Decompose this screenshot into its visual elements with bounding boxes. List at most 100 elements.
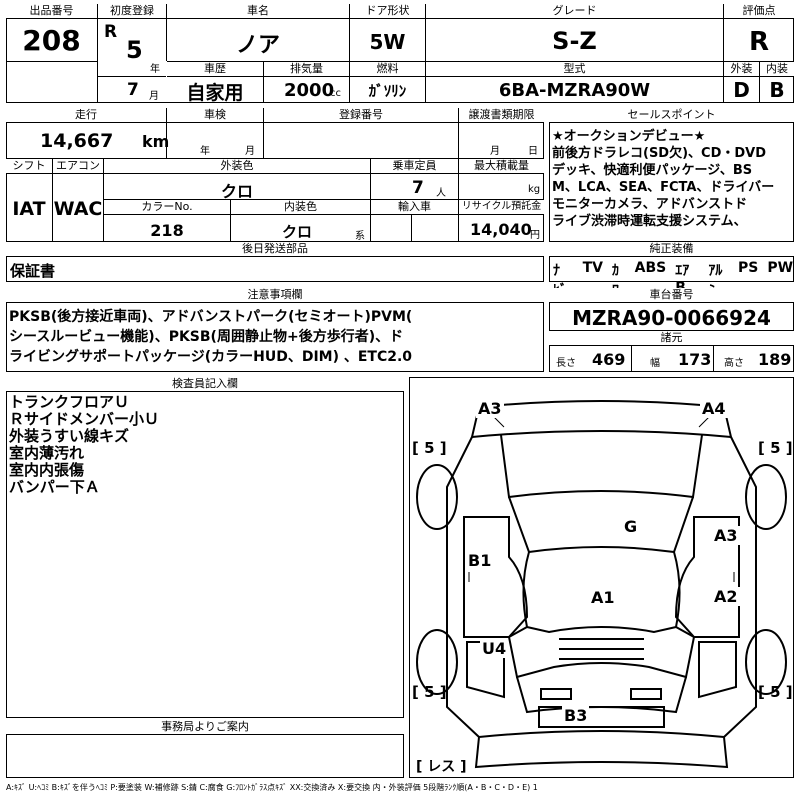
damage-mark-a2: A2 (712, 587, 740, 606)
displacement-unit: cc (330, 88, 341, 99)
plate-label: 登録番号 (264, 108, 458, 123)
tire-tread-rl: [ 5 ] (412, 683, 447, 701)
score: R (748, 27, 770, 57)
mileage-label: 走行 (6, 108, 166, 123)
displacement-label: 排気量 (264, 62, 349, 77)
sales-point-line: M、LCA、SEA、FCTA、ドライバー (552, 180, 775, 195)
score-label: 評価点 (724, 4, 794, 19)
ext-color: クロ (220, 182, 253, 201)
insp-year-unit: 年 (200, 146, 210, 157)
shift-label: シフト (6, 159, 52, 174)
capacity-unit: 人 (436, 188, 446, 199)
height-label: 高さ (724, 358, 744, 369)
legend: A:ｷｽﾞ U:ﾍｺﾐ B:ｷｽﾞを伴うﾍｺﾐ P:要塗装 W:補修跡 S:錆 … (6, 783, 538, 792)
door-label: ドア形状 (350, 4, 425, 19)
model: 6BA-MZRA90W (498, 80, 651, 101)
damage-mark-a3-front: A3 (476, 399, 504, 418)
damage-mark-a3-right: A3 (712, 526, 740, 545)
inspector-line: 室内薄汚れ (9, 444, 85, 462)
shift: IAT (12, 198, 46, 220)
note-line: ライビングサポートパッケージ(カラーHUD、DIM) 、ETC2.0 (9, 349, 413, 365)
int-color-unit: 系 (355, 231, 365, 242)
dims-label: 諸元 (549, 331, 794, 346)
import-label: 輸入車 (371, 200, 458, 215)
inspector-line: Ｒサイドメンバー小Ｕ (9, 410, 160, 428)
recycle-label: リサイクル預託金 (459, 200, 544, 215)
exterior-label: 外装 (724, 62, 759, 77)
reg-year: 5 (126, 36, 143, 64)
length: 469 (592, 350, 626, 369)
inspector-line: トランクフロアＵ (9, 393, 130, 411)
lot-label: 出品番号 (6, 4, 97, 19)
equip-item: ABS (634, 260, 667, 276)
notes-label: 注意事項欄 (6, 288, 544, 303)
tire-tread-fl: [ 5 ] (412, 439, 447, 457)
mileage-unit: km (142, 132, 170, 151)
inspector-label: 検査員記入欄 (6, 377, 404, 392)
lot-number: 208 (22, 24, 81, 57)
equip-item: TV (582, 260, 603, 276)
damage-diagram (409, 377, 794, 778)
length-label: 長さ (556, 358, 576, 369)
sales-point-line: 前後方ドラレコ(SD欠)、CD・DVD (552, 146, 767, 161)
fuel: ｶﾞｿﾘﾝ (368, 82, 407, 100)
later-parts: 保証書 (10, 262, 56, 280)
damage-mark-a1: A1 (589, 588, 617, 607)
inspector-line: バンパー下Ａ (9, 478, 100, 496)
capacity: 7 (412, 178, 424, 198)
inspector-line: 外装うすい線キズ (9, 427, 130, 445)
reg-era: R (104, 22, 118, 42)
inspector-list: トランクフロアＵ Ｒサイドメンバー小Ｕ 外装うすい線キズ 室内薄汚れ 室内内張傷… (9, 394, 399, 496)
color-no-label: カラーNo. (104, 200, 230, 215)
car-outline-diagram (416, 400, 787, 769)
fuel-label: 燃料 (350, 62, 425, 77)
capacity-label: 乗車定員 (371, 159, 458, 174)
chassis-label: 車台番号 (549, 288, 794, 303)
mileage: 14,667 (40, 130, 114, 152)
transfer-day-unit: 日 (528, 146, 538, 157)
ac-label: エアコン (53, 159, 103, 174)
office-label: 事務局よりご案内 (6, 720, 404, 735)
recycle: 14,040 (470, 220, 532, 239)
spare-tire: [ レス ] (416, 759, 467, 775)
sales-point-line: ライブ渋滞時運転支援システム、 (552, 214, 747, 229)
transfer-label: 譲渡書類期限 (459, 108, 544, 123)
load-unit: kg (528, 184, 541, 195)
damage-mark-g: G (622, 517, 640, 536)
note-line: シースルービュー機能)、PKSB(周囲静止物+後方歩行者)、ド (9, 329, 404, 345)
tire-tread-fr: [ 5 ] (758, 439, 793, 457)
equip-label: 純正装備 (549, 242, 794, 257)
inspection-label: 車検 (167, 108, 263, 123)
transfer-month-unit: 月 (490, 146, 500, 157)
load-label: 最大積載量 (459, 159, 544, 174)
chassis-number: MZRA90-0066924 (572, 306, 771, 330)
int-color-label: 内装色 (231, 200, 370, 215)
damage-mark-u4: U4 (480, 639, 509, 658)
grade-label: グレード (426, 4, 723, 19)
reg-year-unit: 年 (150, 64, 160, 75)
car-name-label: 車名 (167, 4, 349, 19)
recycle-unit: 円 (530, 230, 540, 241)
later-parts-label: 後日発送部品 (6, 242, 544, 257)
sales-points-list: ★オークションデビュー★ 前後方ドラレコ(SD欠)、CD・DVD デッキ、快適利… (552, 128, 792, 230)
exterior-score: D (733, 78, 750, 102)
notes-list: PKSB(後方接近車両)、アドバンストパーク(セミオート)PVM( シースルービ… (9, 307, 543, 367)
displacement: 2000 (284, 80, 335, 101)
reg-month: 7 (127, 80, 139, 100)
tire-tread-rr: [ 5 ] (758, 683, 793, 701)
sales-point-line: ★オークションデビュー★ (552, 129, 706, 144)
car-name: ノア (235, 33, 280, 58)
height: 189 (758, 350, 792, 369)
damage-mark-a4: A4 (700, 399, 728, 418)
ext-color-label: 外装色 (104, 159, 370, 174)
ac: WAC (53, 198, 103, 220)
damage-mark-b1: B1 (466, 551, 494, 570)
door-type: 5W (369, 30, 406, 54)
int-color: クロ (282, 223, 313, 241)
interior-score: B (769, 78, 785, 102)
equip-item: PW (767, 260, 794, 276)
sales-points-label: セールスポイント (549, 108, 794, 123)
equip-item: PS (737, 260, 759, 276)
damage-mark-b3: B3 (562, 706, 590, 725)
sales-point-line: デッキ、快適利便パッケージ、BS (552, 163, 753, 178)
